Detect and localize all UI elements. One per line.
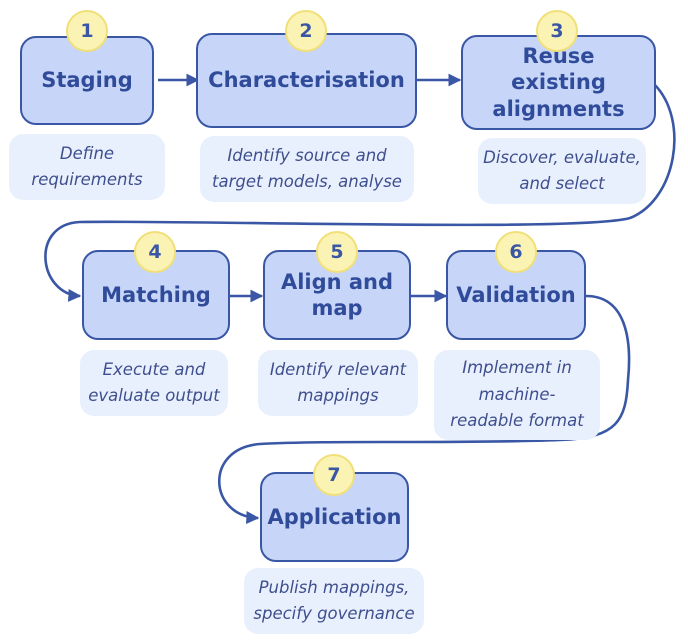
step-description: Execute and evaluate output <box>80 350 228 416</box>
step-number: 4 <box>148 241 162 263</box>
step-title: Reuse existing alignments <box>492 44 625 121</box>
step-description-text: Publish mappings, specify governance <box>253 577 415 623</box>
step-description-text: Discover, evaluate, and select <box>483 147 641 193</box>
step-description-text: Identify source and target models, analy… <box>212 145 402 191</box>
step-number-badge: 7 <box>313 454 355 496</box>
step-number: 3 <box>550 20 564 42</box>
step-number-badge: 5 <box>316 231 358 273</box>
step-description: Implement in machine- readable format <box>434 350 600 440</box>
step-description: Identify source and target models, analy… <box>200 136 414 202</box>
step-title: Align and map <box>280 269 394 320</box>
arrow-3-to-4 <box>44 83 676 302</box>
step-title: Application <box>267 504 402 529</box>
step-description-text: Execute and evaluate output <box>88 359 220 405</box>
step-title: Validation <box>456 282 576 307</box>
arrow-6-to-7 <box>217 294 631 525</box>
step-number-badge: 4 <box>134 231 176 273</box>
step-number-badge: 6 <box>495 231 537 273</box>
step-number: 1 <box>80 20 94 42</box>
step-title: Matching <box>101 282 211 307</box>
step-description: Define requirements <box>9 134 165 200</box>
step-number-badge: 2 <box>285 10 327 52</box>
step-title: Staging <box>41 68 133 93</box>
step-align-and-map: Align and map <box>263 250 411 340</box>
step-number: 6 <box>509 241 523 263</box>
step-description-text: Identify relevant mappings <box>269 359 407 405</box>
step-number: 5 <box>330 241 344 263</box>
step-description-text: Define requirements <box>31 143 143 189</box>
step-matching: Matching <box>82 250 230 340</box>
step-title: Characterisation <box>208 68 405 93</box>
step-staging: Staging <box>20 36 154 125</box>
step-number-badge: 1 <box>66 10 108 52</box>
step-number-badge: 3 <box>536 10 578 52</box>
step-description: Identify relevant mappings <box>258 350 418 416</box>
step-number: 7 <box>327 464 341 486</box>
step-description-text: Implement in machine- readable format <box>450 358 584 431</box>
step-number: 2 <box>299 20 313 42</box>
step-description: Discover, evaluate, and select <box>478 138 646 204</box>
step-description: Publish mappings, specify governance <box>244 568 424 634</box>
